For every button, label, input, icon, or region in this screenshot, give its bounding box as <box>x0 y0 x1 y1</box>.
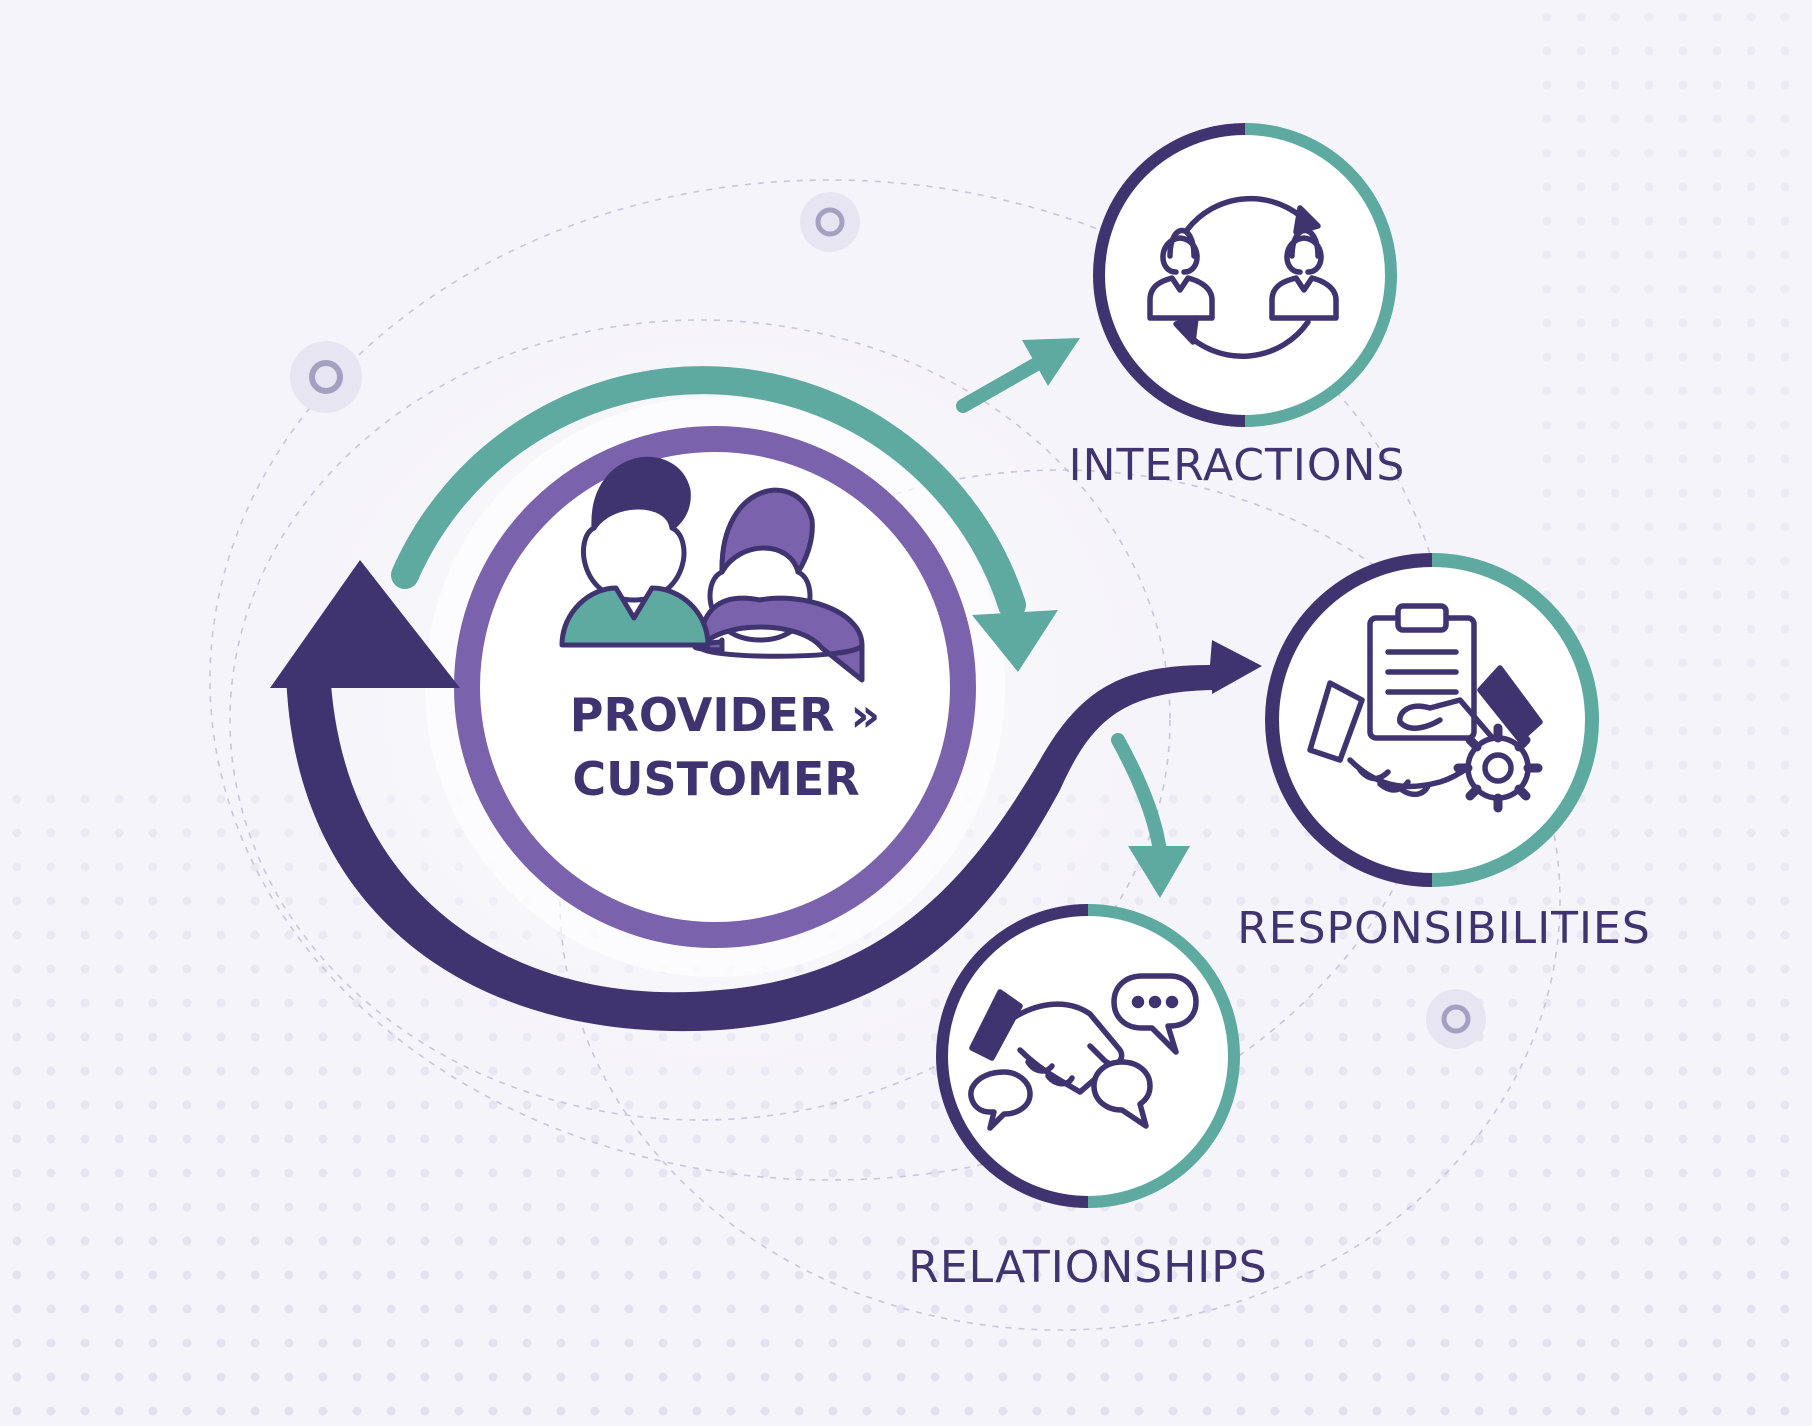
two-people-exchange-icon <box>1147 195 1339 359</box>
provider-customer-people-icon <box>559 456 865 683</box>
hub-teal-arc <box>391 366 1026 619</box>
navy-arrowhead <box>270 560 460 688</box>
hub-purple-ring <box>454 426 976 948</box>
node-relationships: RELATIONSHIPS <box>908 904 1267 1293</box>
node-responsibilities-label: RESPONSIBILITIES <box>1237 903 1651 954</box>
node-relationships-label: RELATIONSHIPS <box>908 1242 1267 1293</box>
handshake-clipboard-gear-icon <box>1307 603 1543 813</box>
arrow-to-relationships <box>1111 733 1190 898</box>
center-label-line2: CUSTOMER <box>572 752 859 806</box>
handshake-speech-bubbles-icon <box>968 973 1199 1131</box>
dot-texture-right <box>1540 0 1812 780</box>
central-hub: PROVIDER » CUSTOMER <box>270 366 1262 1032</box>
node-interactions-label: INTERACTIONS <box>1069 440 1406 491</box>
arrow-to-interactions <box>956 338 1080 413</box>
orbit-marker <box>290 341 362 413</box>
center-label-line1: PROVIDER » <box>570 688 880 742</box>
teal-arrowhead <box>972 610 1058 672</box>
navy-sweep-arrow <box>286 640 1262 1032</box>
orbit-marker <box>1426 989 1486 1049</box>
node-responsibilities: RESPONSIBILITIES <box>1237 553 1651 954</box>
node-interactions: INTERACTIONS <box>1069 123 1406 491</box>
orbit-marker <box>800 192 860 252</box>
